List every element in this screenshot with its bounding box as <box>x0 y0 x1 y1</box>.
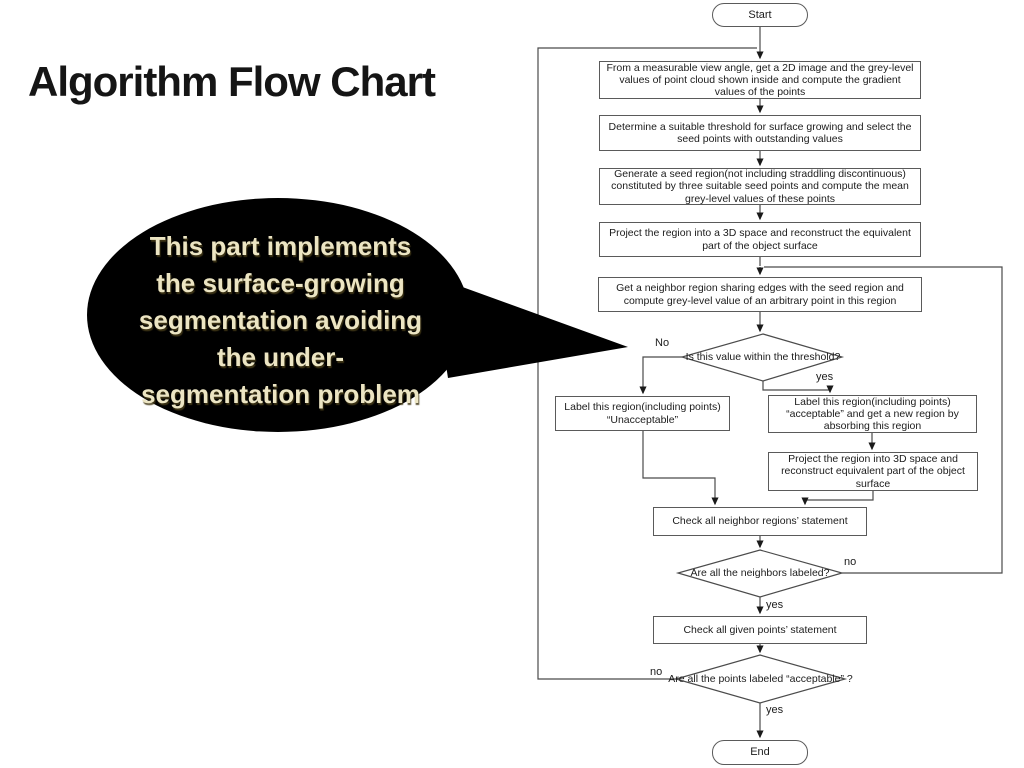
edge-label-yes-neighbors: yes <box>766 599 784 611</box>
flow-node-label-unacceptable: Label this region(including points) “Una… <box>555 396 730 431</box>
flow-node-project-3d: Project the region into a 3D space and r… <box>599 222 921 257</box>
decision-diamonds <box>673 333 848 704</box>
callout-bubble-tail <box>432 276 628 378</box>
loop-left-connector <box>537 47 757 680</box>
flow-node-project-3d-2: Project the region into 3D space and rec… <box>768 452 978 491</box>
flow-node-generate-seed-region: Generate a seed region(not including str… <box>599 168 921 205</box>
callout-line: This part implements <box>149 231 412 261</box>
flow-node-check-neighbor-regions: Check all neighbor regions’ statement <box>653 507 867 536</box>
connector-project2-check <box>801 491 874 506</box>
connector-lines <box>537 26 1003 739</box>
edge-label-yes-threshold: yes <box>816 371 834 383</box>
flow-node-acquire-image: From a measurable view angle, get a 2D i… <box>599 61 921 99</box>
decision-neighbors-labeled-shape <box>675 549 845 598</box>
flow-decision-within-threshold: Is this value within the threshold? <box>685 350 841 363</box>
flow-node-check-given-points: Check all given points’ statement <box>653 616 867 644</box>
connector-decision1-yes <box>762 381 834 394</box>
page-title: Algorithm Flow Chart <box>28 58 436 105</box>
connector-unacceptable-check <box>642 431 719 506</box>
edge-label-no-threshold: No <box>655 337 670 349</box>
flow-node-end: End <box>712 740 808 765</box>
flow-decision-points-labeled: Are all the points labeled “acceptable” … <box>668 673 853 686</box>
callout-line: the under- <box>216 342 345 372</box>
callout-bubble-body <box>87 198 469 432</box>
loop-right-connector <box>764 266 1003 574</box>
callout-bubble <box>87 198 628 432</box>
flow-node-label-acceptable: Label this region(including points) “acc… <box>768 395 977 433</box>
callout-text: This part implements the surface-growing… <box>108 228 453 413</box>
flow-node-get-neighbor-region: Get a neighbor region sharing edges with… <box>598 277 922 312</box>
connector-decision1-no <box>639 356 682 395</box>
edge-label-no-points: no <box>650 666 663 678</box>
flow-node-start: Start <box>712 3 808 27</box>
callout-line: segmentation problem <box>141 379 420 409</box>
edge-label-no-neighbors: no <box>844 556 857 568</box>
flow-decision-neighbors-labeled: Are all the neighbors labeled? <box>690 566 830 579</box>
flow-node-determine-threshold: Determine a suitable threshold for surfa… <box>599 115 921 151</box>
callout-line: segmentation avoiding <box>138 305 423 335</box>
decision-within-threshold-shape <box>679 333 845 382</box>
callout-line: the surface-growing <box>156 268 405 298</box>
decision-points-labeled-shape <box>673 654 848 704</box>
edge-label-yes-points: yes <box>766 704 784 716</box>
